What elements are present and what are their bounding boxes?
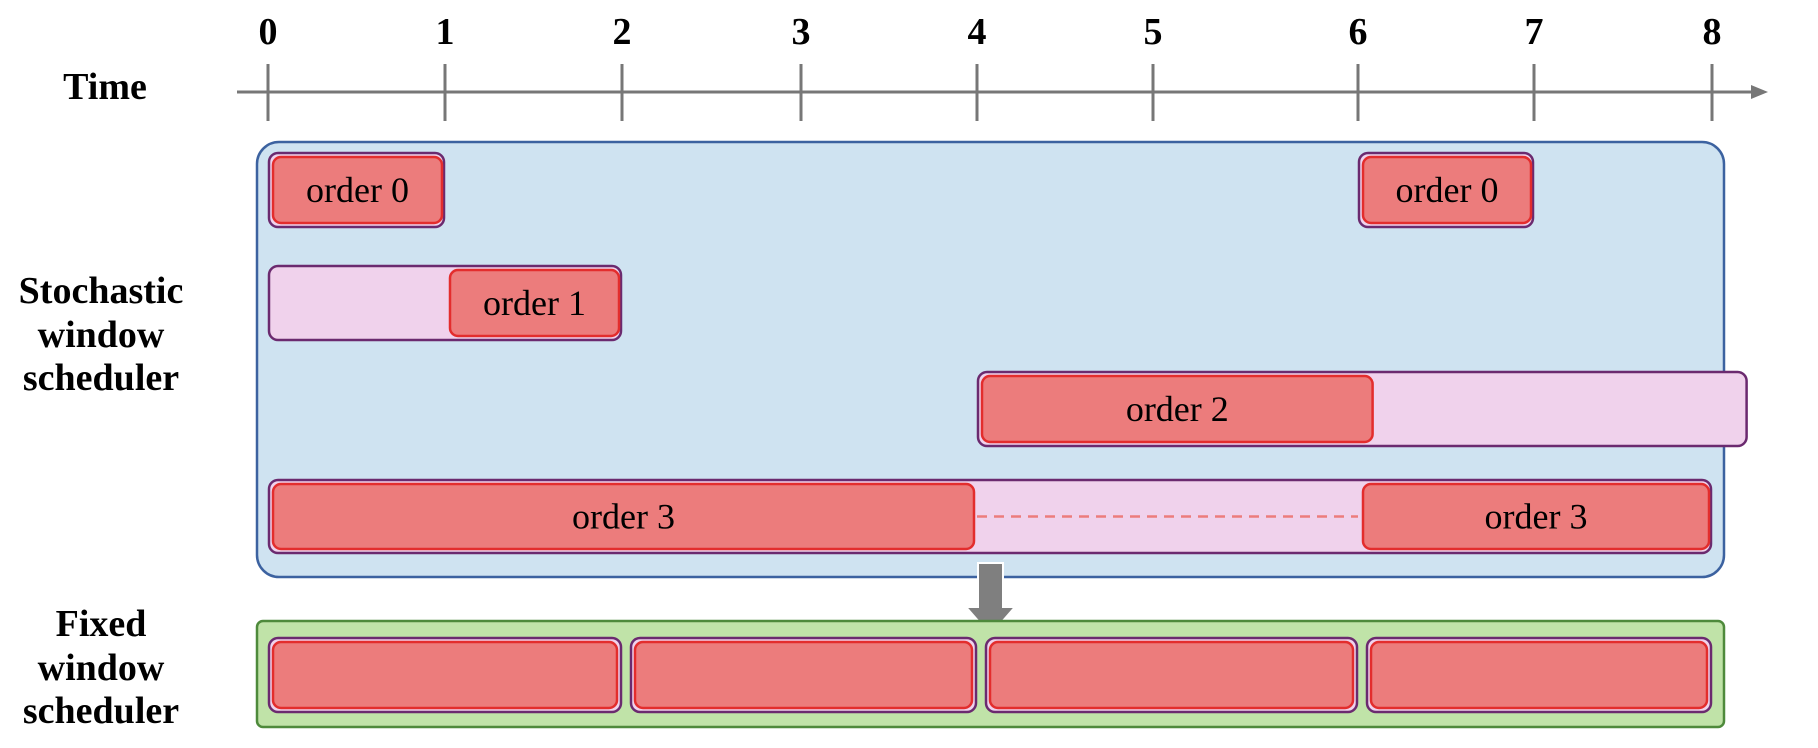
order-label: order 2 xyxy=(1126,389,1229,429)
label-line: window xyxy=(37,313,165,356)
order-block xyxy=(271,482,976,551)
order-row: order 1 xyxy=(267,264,623,342)
order-block xyxy=(1361,155,1533,225)
time-label: Time xyxy=(40,66,170,110)
tick-label: 4 xyxy=(968,11,987,53)
label-line: window xyxy=(37,646,165,689)
order-block xyxy=(271,155,444,225)
tick-label: 2 xyxy=(613,11,632,53)
order-block xyxy=(448,268,621,338)
label-line: Fixed xyxy=(55,603,147,645)
label-line: scheduler xyxy=(22,690,180,733)
fixed-window xyxy=(629,636,978,714)
axis-arrowhead xyxy=(1751,85,1768,99)
order-block xyxy=(988,640,1355,710)
order-label: order 1 xyxy=(483,283,586,323)
tick-label: 0 xyxy=(259,11,278,53)
order-label: order 0 xyxy=(306,170,409,210)
order-row: order 2 xyxy=(976,370,1748,448)
tick-label: 1 xyxy=(436,11,455,53)
order-row: order 0 xyxy=(267,151,446,229)
order-block xyxy=(1369,640,1709,710)
order-label: order 0 xyxy=(1396,170,1499,210)
order-block xyxy=(1361,482,1711,551)
fixed-scheduler-label: Fixed window scheduler xyxy=(6,603,196,734)
order-row: order 0 xyxy=(1357,151,1535,229)
tick-label: 7 xyxy=(1525,11,1544,53)
order-row: order 3 order 3 xyxy=(267,478,1713,555)
label-line: Stochastic xyxy=(18,270,184,312)
tick-label: 5 xyxy=(1144,11,1163,53)
fixed-window-scheduler xyxy=(255,619,1726,729)
time-axis: 0 1 2 3 4 5 6 7 8 xyxy=(237,11,1768,121)
order-block xyxy=(271,640,619,710)
fixed-window xyxy=(1365,636,1713,714)
fixed-window xyxy=(267,636,623,714)
order-label: order 3 xyxy=(1485,497,1588,537)
tick-label: 8 xyxy=(1703,11,1722,53)
stochastic-scheduler-label: Stochastic window scheduler xyxy=(6,270,196,401)
fixed-window xyxy=(984,636,1359,714)
order-block xyxy=(633,640,974,710)
tick-label: 3 xyxy=(792,11,811,53)
order-label: order 3 xyxy=(572,497,675,537)
label-line: scheduler xyxy=(22,357,180,400)
time-label-text: Time xyxy=(63,66,147,108)
order-block xyxy=(980,374,1374,444)
tick-label: 6 xyxy=(1349,11,1368,53)
